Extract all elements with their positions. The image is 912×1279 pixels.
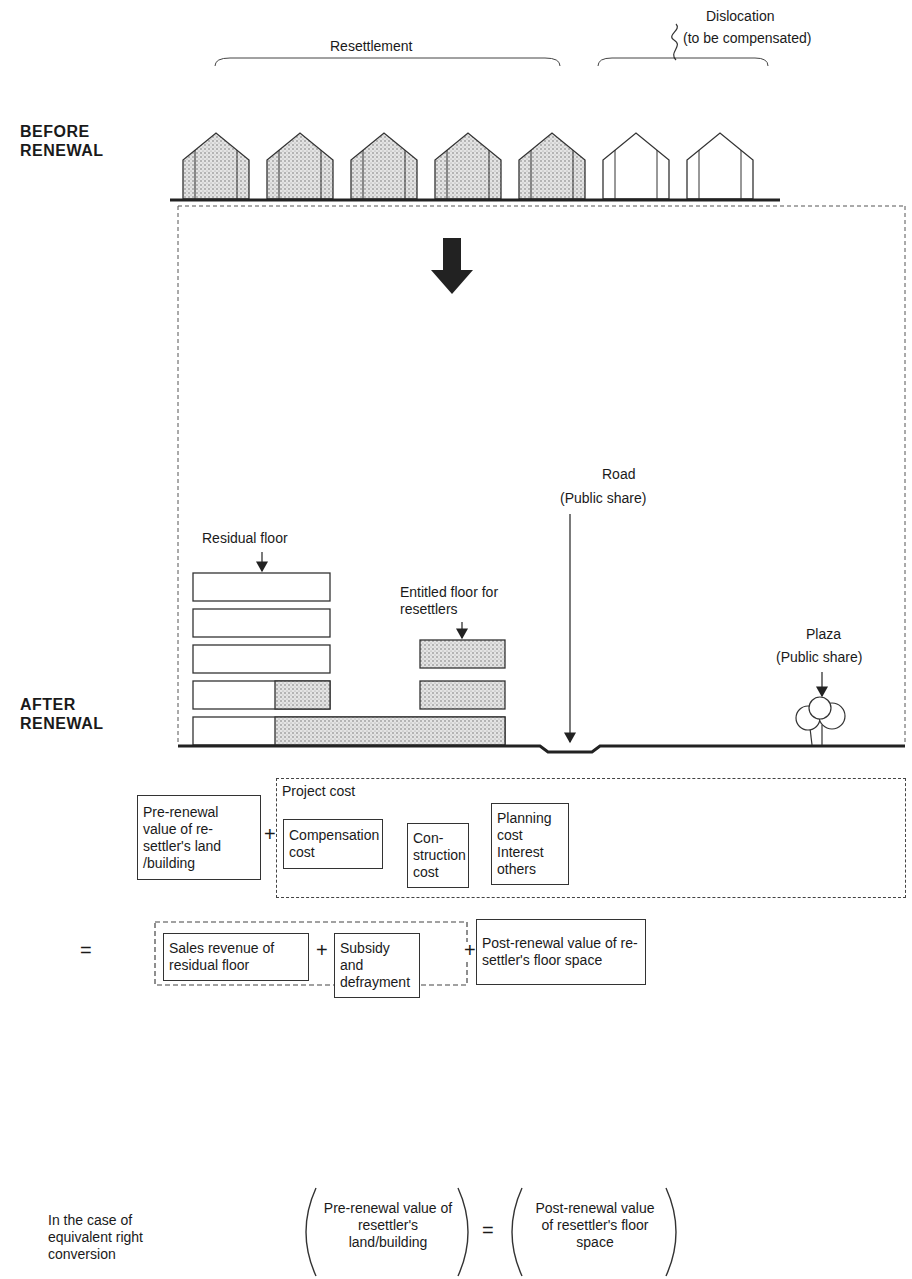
house-line [531, 150, 573, 199]
leader-arrow [569, 514, 570, 742]
house [603, 133, 669, 199]
box-text: Sales revenue of residual floor [169, 940, 303, 974]
label: + [264, 826, 276, 843]
label: Pre-renewal value of resettler's land/bu… [322, 1200, 454, 1251]
frame-line [178, 206, 179, 745]
term-box: Con- struction cost [407, 823, 469, 888]
box-text: Pre-renewal value of re- settler's land … [143, 804, 255, 872]
label: Resettlement [330, 38, 412, 55]
tree [796, 697, 845, 745]
house-row [183, 133, 753, 199]
term-box: Planning cost Interest others [491, 803, 569, 885]
ground-line [170, 199, 780, 202]
label: Dislocation [706, 8, 774, 25]
house [435, 133, 501, 199]
label: Plaza [806, 626, 841, 643]
label: (Public share) [558, 490, 648, 507]
house-line [195, 150, 237, 199]
house [183, 133, 249, 199]
label: + [316, 942, 328, 959]
house-line [699, 150, 741, 199]
ground-line [178, 746, 905, 752]
label: In the case of equivalent right conversi… [48, 1212, 148, 1263]
box-text: Subsidy and defrayment [340, 940, 414, 991]
house [351, 133, 417, 199]
house [687, 133, 753, 199]
bracket [215, 58, 560, 66]
label: Entitled floor for resettlers [400, 584, 518, 618]
house-line [447, 150, 489, 199]
box-text: Compensation cost [289, 827, 377, 861]
curly-symbol [672, 24, 678, 60]
house-line [279, 150, 321, 199]
term-box: Sales revenue of residual floor [163, 933, 309, 981]
house [267, 133, 333, 199]
label: Residual floor [202, 530, 288, 547]
label: = [80, 942, 92, 959]
label: AFTER RENEWAL [20, 695, 120, 733]
label: = [482, 1222, 494, 1239]
box-text: Planning cost Interest others [497, 810, 563, 878]
frame-line [905, 206, 906, 745]
group-outline [155, 922, 467, 985]
term-box: Post-renewal value of re- settler's floo… [476, 919, 646, 985]
leader-arrow [461, 622, 462, 638]
frame-line [178, 206, 905, 207]
bracket [598, 58, 768, 66]
leader-arrow [821, 672, 822, 696]
house-line [615, 150, 657, 199]
term-box: Subsidy and defrayment [334, 933, 420, 998]
term-box: Pre-renewal value of re- settler's land … [137, 795, 261, 880]
term-box: Compensation cost [283, 819, 383, 869]
box-text: Project cost [282, 783, 900, 800]
label: Road [602, 466, 635, 483]
box-text: Post-renewal value of re- settler's floo… [482, 935, 640, 969]
leader-arrow [261, 552, 262, 571]
label: Post-renewal value of resettler's floor … [528, 1200, 662, 1251]
house [519, 133, 585, 199]
group-box: Project costCompensation cost Con- struct… [276, 778, 906, 898]
parenthesis [306, 1188, 676, 1276]
box-text: Con- struction cost [413, 830, 463, 881]
label: BEFORE RENEWAL [20, 122, 120, 160]
label: (to be compensated) [683, 30, 811, 47]
transform-arrow [431, 238, 473, 294]
label: (Public share) [776, 649, 862, 666]
house-line [363, 150, 405, 199]
